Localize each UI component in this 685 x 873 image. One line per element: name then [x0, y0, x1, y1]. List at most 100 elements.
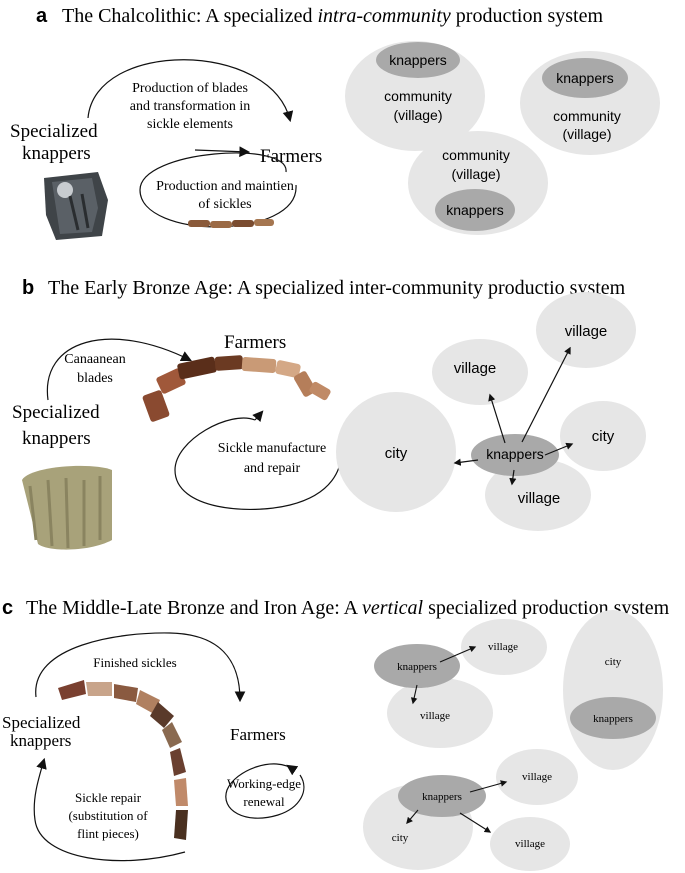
panel-b-flint-core-image — [22, 465, 112, 550]
panel-a-c3-line1: community — [442, 147, 510, 163]
panel-b-village-bottom-ellipse — [485, 459, 591, 531]
panel-b-city-left-ellipse — [336, 392, 456, 512]
panel-a-flow2-line1: Production and maintien — [156, 179, 294, 194]
panel-c-group-1: knappers village village — [374, 619, 547, 748]
panel-b-village-top-ellipse — [536, 292, 636, 368]
panel-c-actor-knappers-line1: Specialized — [2, 713, 81, 732]
panel-a-actor-farmers: Farmers — [260, 146, 322, 167]
panel-c-g1-arrow-a — [439, 646, 477, 663]
panel-b-letter: b — [22, 277, 34, 299]
panel-b-arrow-to-farmers — [252, 410, 264, 423]
panel-b-flow2-line2: and repair — [244, 461, 301, 476]
panel-c-arrow-finished — [35, 632, 246, 703]
panel-a-title: The Chalcolithic: A specialized intra-co… — [62, 5, 603, 27]
panel-a-c2-line2: (village) — [562, 126, 611, 142]
panel-a-community-3: community (village) knappers — [408, 131, 548, 235]
panel-b-actor-farmers: Farmers — [224, 332, 286, 353]
panel-a-c2-knappers: knappers — [556, 70, 614, 86]
panel-a-c2-line1: community — [553, 108, 621, 124]
panel-c-flow3-line3: flint pieces) — [77, 826, 139, 841]
panel-c-g3-knappers-ellipse — [398, 775, 486, 817]
panel-b: b The Early Bronze Age: A specialized in… — [12, 277, 646, 550]
panel-a-c1-knappers: knappers — [389, 52, 447, 68]
panel-c-g1-village-b-ellipse — [387, 678, 493, 748]
panel-b-hub-ellipse — [471, 434, 559, 476]
panel-b-sickle-image — [142, 355, 331, 422]
panel-c-flow2-line1: Working-edge — [227, 776, 301, 791]
panel-a-c1-line2: (village) — [393, 107, 442, 123]
panel-b-network: city village village city village knappe… — [336, 292, 646, 531]
panel-a-flow1-line1: Production of blades — [132, 81, 248, 96]
panel-c-loop-renewal — [225, 763, 305, 819]
panel-b-village-upper: village — [454, 360, 497, 377]
panel-a-sickle-image — [188, 219, 274, 228]
panel-c-g3-knappers: knappers — [422, 791, 462, 803]
panel-b-flow2-line1: Sickle manufacture — [218, 441, 326, 456]
panel-c-g3-village-b: village — [515, 838, 545, 850]
panel-a-actor-knappers-line2: knappers — [22, 143, 91, 164]
panel-b-flow1-line1: Canaanean — [64, 352, 125, 367]
panel-c-g3-village-b-ellipse — [490, 817, 570, 871]
panel-a-c3-line2: (village) — [451, 166, 500, 182]
panel-a-community-2: knappers community (village) — [520, 51, 660, 155]
panel-b-actor-knappers-line1: Specialized — [12, 402, 100, 423]
panel-b-village-upper-ellipse — [432, 339, 528, 405]
panel-c-g1-knappers: knappers — [397, 661, 437, 673]
panel-c-flow3-line2: (substitution of — [68, 808, 148, 823]
panel-c-actor-knappers-line2: knappers — [10, 731, 71, 750]
panel-c-g3-arrow-city — [406, 809, 419, 825]
panel-c-g2-knappers-ellipse — [570, 697, 656, 739]
panel-a-community-1: knappers community (village) — [345, 41, 485, 151]
panel-c-sickle-image — [58, 680, 188, 840]
panel-c-actor-farmers: Farmers — [230, 725, 286, 744]
panel-c-g2-city: city — [605, 656, 622, 668]
panel-c-g1-arrow-b — [410, 684, 418, 705]
panel-c: c The Middle-Late Bronze and Iron Age: A… — [2, 597, 670, 871]
panel-c-title: The Middle-Late Bronze and Iron Age: A v… — [26, 597, 670, 619]
panel-b-village-bottom: village — [518, 490, 561, 507]
panel-a-knappers-ellipse-3 — [435, 189, 515, 231]
panel-c-g3-city: city — [392, 832, 409, 844]
panel-a-knappers-ellipse-1 — [376, 42, 460, 78]
panel-a-flow1-line3: sickle elements — [147, 117, 233, 132]
panel-b-city-left: city — [385, 445, 408, 462]
panel-c-arrow-repair — [33, 757, 186, 862]
panel-b-arrow-to-village-upper — [488, 393, 506, 444]
panel-a-arrow-blades — [87, 59, 294, 123]
panel-c-g1-village-a: village — [488, 641, 518, 653]
panel-c-g3-arrow-a — [469, 780, 508, 793]
panel-c-g2-knappers: knappers — [593, 713, 633, 725]
panel-c-group-3: knappers village village city — [363, 749, 578, 871]
panel-a-flint-core-image — [44, 172, 108, 240]
panel-b-arrow-to-village-bottom — [509, 469, 517, 486]
panel-a-c1-line1: community — [384, 88, 452, 104]
panel-b-flow1-line2: blades — [77, 371, 113, 386]
panel-c-g3-village-a-ellipse — [496, 749, 578, 805]
panel-b-actor-knappers-line2: knappers — [22, 428, 91, 449]
panel-b-loop-repair — [174, 417, 342, 510]
panel-a-letter: a — [36, 5, 48, 27]
panel-b-arrow-to-city-right — [544, 442, 574, 456]
panel-c-g1-village-a-ellipse — [461, 619, 547, 675]
panel-b-arrow-to-city-left — [453, 458, 479, 466]
panel-b-city-right-ellipse — [560, 401, 646, 471]
panel-c-g2-city-ellipse — [563, 610, 663, 770]
panel-c-arrow-renewal — [286, 764, 299, 776]
panel-c-flow2-line2: renewal — [243, 794, 285, 809]
panel-a-c3-knappers: knappers — [446, 202, 504, 218]
panel-b-city-right: city — [592, 428, 615, 445]
panel-b-village-top: village — [565, 323, 608, 340]
panel-c-g3-village-a: village — [522, 771, 552, 783]
panel-c-flow3-line1: Sickle repair — [75, 790, 142, 805]
panel-a-actor-knappers-line1: Specialized — [10, 121, 98, 142]
panel-a: a The Chalcolithic: A specialized intra-… — [10, 5, 660, 240]
panel-b-title: The Early Bronze Age: A specialized inte… — [48, 277, 626, 299]
panel-c-flow1: Finished sickles — [93, 655, 176, 670]
panel-c-g1-knappers-ellipse — [374, 644, 460, 688]
panel-a-flow1-line2: and transformation in — [130, 99, 251, 114]
panel-b-arrow-blades — [46, 338, 192, 401]
panel-c-letter: c — [2, 597, 13, 619]
panel-b-hub: knappers — [486, 446, 544, 462]
panel-c-g1-village-b: village — [420, 710, 450, 722]
